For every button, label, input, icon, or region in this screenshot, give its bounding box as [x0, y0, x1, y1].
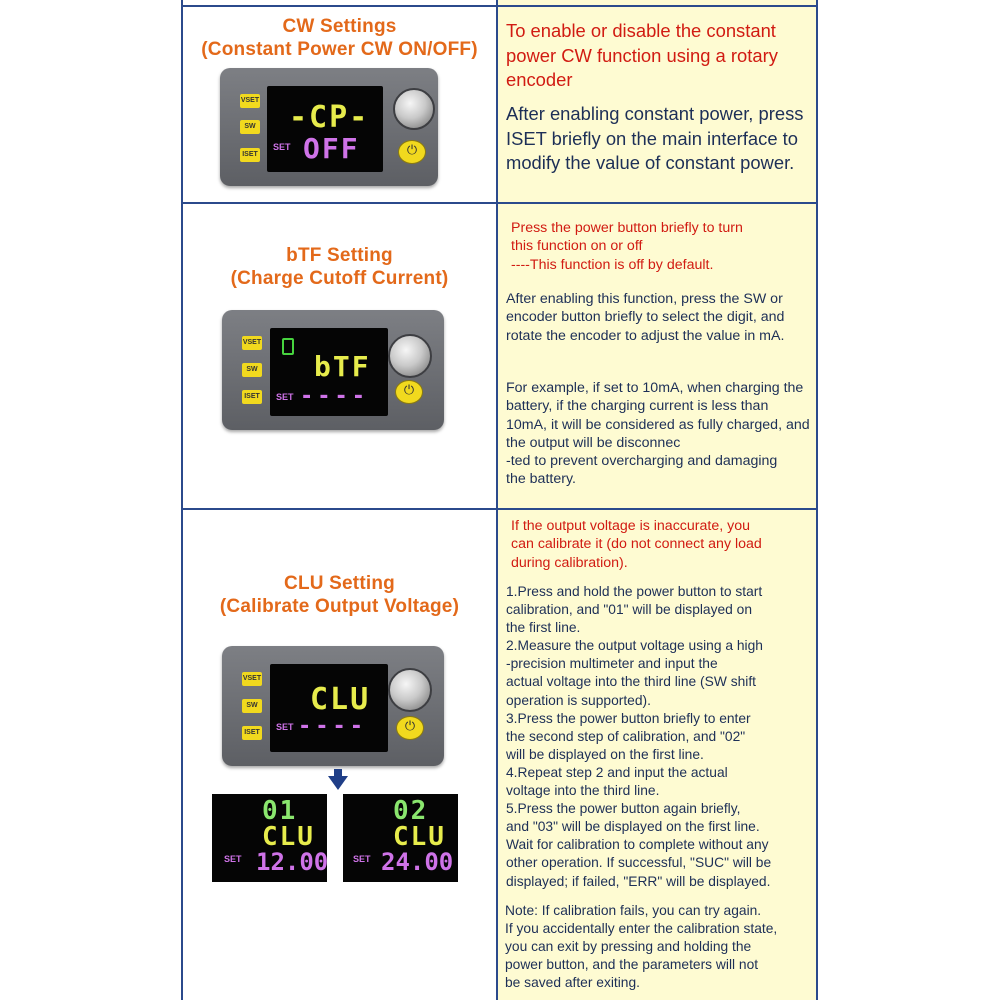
step1-screen: 01 CLU SET 12.00	[212, 794, 329, 882]
sw-key: SW	[242, 363, 262, 377]
btf-red-text: Press the power button briefly to turn t…	[511, 220, 743, 273]
display-line2: ----	[300, 384, 369, 409]
lcd-screen: bTF SET ----	[270, 328, 388, 416]
clu-note-text: Note: If calibration fails, you can try …	[505, 903, 778, 991]
table-border-right	[816, 0, 818, 1000]
sw-key: SW	[240, 120, 260, 134]
down-arrow-stem	[334, 769, 342, 777]
iset-key: ISET	[240, 148, 260, 162]
cw-red-text: To enable or disable the constant power …	[506, 20, 778, 90]
btf-example-text: For example, if set to 10mA, when chargi…	[506, 380, 810, 488]
rotary-encoder-knob	[388, 668, 432, 712]
clu-subtitle: (Calibrate Output Voltage)	[219, 596, 460, 617]
display-line2: ----	[298, 714, 367, 739]
table-border-middle	[496, 0, 498, 1000]
device-btf: VSET SW ISET bTF SET ----	[222, 310, 444, 430]
rotary-encoder-knob	[393, 88, 435, 130]
step-value: 12.00	[256, 848, 329, 876]
display-line2: OFF	[303, 132, 360, 165]
right-column	[498, 0, 816, 1000]
display-line1: CLU	[310, 682, 371, 717]
battery-icon	[282, 338, 294, 355]
section-title: CLU Setting (Calibrate Output Voltage)	[183, 572, 496, 618]
row-divider	[181, 202, 818, 204]
step-name: CLU	[262, 822, 315, 852]
step-number: 01	[262, 796, 298, 826]
set-label: SET	[276, 392, 294, 402]
step-value: 24.00	[381, 848, 454, 876]
clu-steps-text: 1.Press and hold the power button to sta…	[506, 584, 772, 889]
clu-red-text: If the output voltage is inaccurate, you…	[511, 518, 762, 571]
step2-screen: 02 CLU SET 24.00	[343, 794, 458, 882]
btf-subtitle: (Charge Cutoff Current)	[230, 268, 449, 289]
step-name: CLU	[393, 822, 446, 852]
down-arrow-icon	[328, 776, 348, 790]
vset-key: VSET	[242, 672, 262, 686]
step-number: 02	[393, 796, 429, 826]
section-title: bTF Setting (Charge Cutoff Current)	[183, 244, 496, 290]
vset-key: VSET	[242, 336, 262, 350]
power-button	[398, 140, 426, 164]
set-label: SET	[276, 722, 294, 732]
lcd-screen: -CP- SET OFF	[267, 86, 383, 172]
lcd-screen: CLU SET ----	[270, 664, 388, 752]
cw-body-text: After enabling constant power, press ISE…	[506, 103, 804, 173]
set-label: SET	[224, 854, 242, 864]
row-divider	[181, 508, 818, 510]
display-line1: bTF	[314, 350, 371, 383]
table-border-left	[181, 0, 183, 1000]
vset-key: VSET	[240, 94, 260, 108]
clu-title: CLU Setting	[284, 573, 395, 594]
set-label: SET	[273, 142, 291, 152]
cw-title: CW Settings	[282, 16, 397, 37]
set-label: SET	[353, 854, 371, 864]
btf-body-text: After enabling this function, press the …	[506, 291, 785, 344]
row-divider	[181, 5, 818, 7]
iset-key: ISET	[242, 390, 262, 404]
device-clu: VSET SW ISET CLU SET ----	[222, 646, 444, 766]
rotary-encoder-knob	[388, 334, 432, 378]
display-line1: -CP-	[289, 100, 370, 135]
device-cw: VSET SW ISET -CP- SET OFF	[220, 68, 438, 186]
btf-title: bTF Setting	[286, 245, 393, 266]
power-button	[395, 380, 423, 404]
sw-key: SW	[242, 699, 262, 713]
power-button	[396, 716, 424, 740]
section-title: CW Settings (Constant Power CW ON/OFF)	[183, 15, 496, 61]
iset-key: ISET	[242, 726, 262, 740]
cw-subtitle: (Constant Power CW ON/OFF)	[201, 39, 478, 60]
